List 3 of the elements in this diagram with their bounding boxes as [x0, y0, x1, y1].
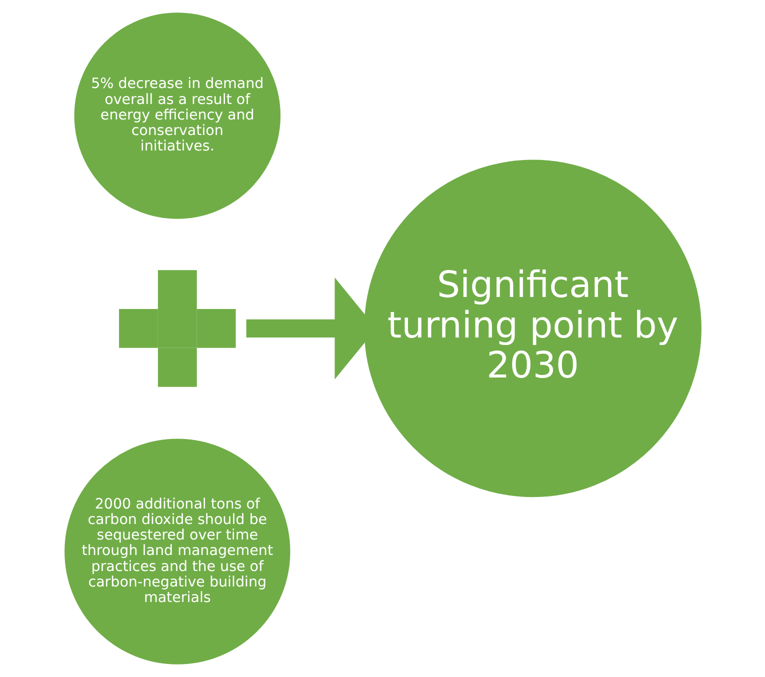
node-circle: 5% decrease in demand overall as a result of energy efficiency and conservation initiatives.: [74, 12, 280, 219]
node-circle: 2000 additional tons of carbon dioxide should be sequestered over time through land management practices and the use of carbon-negative building materials: [64, 438, 290, 664]
node-circle: Significant turning point by 2030: [364, 160, 701, 498]
